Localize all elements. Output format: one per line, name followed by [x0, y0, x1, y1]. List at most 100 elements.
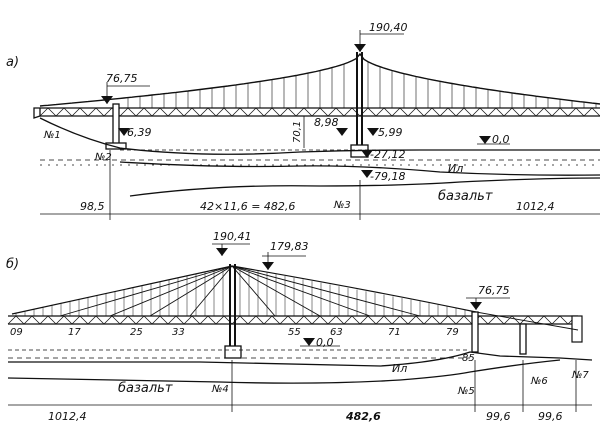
elev-marker: 179,83 [262, 240, 309, 270]
truss-member [575, 107, 585, 117]
elevation-markers-b: 190,41 179,83 76,75 0,0 [212, 230, 510, 349]
truss-member [263, 315, 273, 325]
truss-member [39, 315, 49, 325]
truss-member [167, 315, 177, 325]
node-label: 85 [462, 353, 475, 364]
truss-member [183, 315, 193, 325]
panel-a: а) [6, 21, 600, 220]
truss-member [551, 315, 561, 325]
truss-member [519, 107, 529, 117]
truss-member [223, 107, 233, 117]
truss-member [319, 107, 329, 117]
truss-member [15, 315, 25, 325]
truss-member [143, 107, 153, 117]
truss-member [559, 315, 569, 325]
truss-member [79, 107, 89, 117]
stay-cable [231, 265, 276, 317]
truss-member [303, 107, 313, 117]
truss-member [55, 315, 65, 325]
pier-2 [105, 103, 127, 150]
truss-member [551, 107, 561, 117]
truss-member [431, 107, 441, 117]
truss-member [359, 315, 369, 325]
elev-tower-a: 190,40 [369, 21, 408, 34]
truss-member [487, 107, 497, 117]
elev-rock-a: -79,18 [370, 170, 405, 183]
elev-pier2-top: 76,75 [106, 72, 138, 85]
river-section-b [7, 349, 593, 384]
truss-member [151, 107, 161, 117]
truss-member [255, 107, 265, 117]
truss-member [591, 107, 600, 117]
stay-cable [231, 265, 371, 317]
truss-member [479, 315, 489, 325]
truss-member [95, 107, 105, 117]
truss-member [367, 107, 377, 117]
stay-cable [149, 265, 233, 317]
stay-cable [109, 265, 233, 317]
truss-member [415, 107, 425, 117]
stay-cables [11, 265, 579, 331]
elev-pier2-base: 6,39 [127, 126, 152, 139]
truss-member [63, 315, 73, 325]
truss-member [207, 107, 217, 117]
truss-member [455, 315, 465, 325]
truss-member [135, 315, 145, 325]
stay-cable [231, 265, 321, 317]
dim-a-2: 42×11,6 = 482,6 [200, 200, 295, 213]
elev-tower-water-right: 5,99 [378, 126, 403, 139]
truss-member [295, 315, 305, 325]
truss-member [271, 107, 281, 117]
truss-member [311, 315, 321, 325]
pier-6 [519, 323, 527, 355]
truss-member [279, 107, 289, 117]
truss-member [63, 107, 73, 117]
panel-b-label: б) [6, 257, 19, 272]
elev-marker: 190,41 [212, 230, 252, 256]
pier-label-6: №6 [530, 376, 548, 387]
truss-member [255, 315, 265, 325]
truss-member [399, 107, 409, 117]
truss-member [175, 315, 185, 325]
truss-member [415, 315, 425, 325]
dim-b-1: 1012,4 [48, 410, 87, 423]
truss-member [207, 315, 217, 325]
truss-member [311, 107, 321, 117]
truss-member [175, 107, 185, 117]
truss-member [143, 315, 153, 325]
truss-member [127, 107, 137, 117]
elev-marker: 8,98 [314, 116, 348, 136]
pier-label-4: №4 [211, 384, 229, 395]
truss-member [559, 107, 569, 117]
truss-member [103, 315, 113, 325]
truss-member [503, 107, 513, 117]
truss-member [31, 315, 41, 325]
truss-member [367, 315, 377, 325]
truss-member [55, 107, 65, 117]
truss-member [263, 107, 273, 117]
stay-cable [59, 265, 233, 317]
elev-marker: 190,40 [354, 21, 408, 52]
node-numbers: 09 17 25 33 55 63 71 79 85 [10, 327, 475, 364]
elev-silt-a: -27,12 [370, 148, 405, 161]
elev-water-b: 0,0 [316, 336, 334, 349]
truss-member [159, 315, 169, 325]
truss-member [407, 107, 417, 117]
truss-member [191, 107, 201, 117]
deck-truss-a [39, 107, 600, 117]
elev-marker: 0,0 [477, 133, 510, 146]
truss-member [47, 315, 57, 325]
truss-member [23, 315, 33, 325]
truss-member [447, 315, 457, 325]
truss-member [391, 107, 401, 117]
main-cable [39, 52, 600, 108]
truss-member [431, 315, 441, 325]
elev-tower-b: 190,41 [213, 230, 252, 243]
truss-member [391, 315, 401, 325]
elev-marker: -27,12 [361, 148, 405, 161]
truss-member [383, 107, 393, 117]
truss-member [511, 107, 521, 117]
node-label: 17 [68, 327, 81, 338]
truss-member [295, 107, 305, 117]
truss-member [215, 107, 225, 117]
